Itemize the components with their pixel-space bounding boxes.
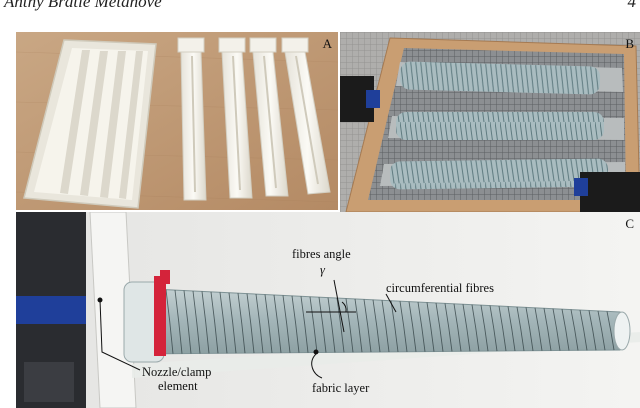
clamps	[340, 76, 640, 212]
fibre-winding	[219, 292, 228, 354]
panel-b-letter: B	[625, 36, 634, 51]
fibre-winding	[453, 303, 462, 352]
fibre-winding	[597, 310, 606, 351]
fibre-winding	[381, 300, 390, 353]
fibre-winding	[588, 310, 597, 351]
fibre-winding	[552, 308, 561, 351]
fibre-winding	[399, 301, 408, 352]
label-circumferential-fibres: circumferential fibres	[386, 281, 494, 295]
wrapping-frame-photo	[340, 32, 640, 212]
fibre-winding	[264, 294, 273, 353]
page-number: 4	[627, 0, 637, 11]
running-head-title: Anthy Bratle Metanove	[4, 0, 162, 11]
fibre-winding	[480, 305, 489, 352]
label-fibres-angle: fibres angle	[292, 247, 351, 261]
fibre-winding	[246, 293, 255, 354]
fibre-winding	[192, 290, 201, 354]
fibre-winding	[354, 298, 363, 353]
fibre-winding	[210, 291, 219, 354]
fibre-winding	[462, 304, 471, 352]
fibre-winding	[579, 309, 588, 351]
fibre-winding	[525, 307, 534, 351]
strip-moulds	[177, 37, 331, 201]
fibre-winding	[228, 292, 237, 354]
mould-tray	[23, 39, 157, 209]
moulds-photo	[16, 32, 338, 210]
fibre-winding	[606, 311, 615, 351]
fibre-winding	[498, 305, 507, 352]
label-nozzle-line1: Nozzle/clamp	[142, 365, 212, 379]
label-gamma: γ	[320, 263, 325, 277]
fibre-winding	[300, 296, 309, 353]
fibre-winding	[417, 301, 426, 352]
panel-c-photo: fibres angle γ circumferential fibres No…	[16, 212, 640, 408]
fibre-winding	[273, 294, 282, 353]
fibre-winding	[516, 306, 525, 351]
panel-b-photo: B	[340, 32, 640, 212]
fibre-winding	[165, 289, 174, 354]
fibre-winding	[489, 305, 498, 352]
fibre-winding	[183, 290, 192, 354]
fibre-winding	[408, 301, 417, 352]
fibre-winding	[426, 302, 435, 352]
fibre-winding	[309, 296, 318, 353]
panel-a-letter: A	[322, 36, 332, 51]
fibre-winding	[318, 297, 327, 353]
fibre-winding	[255, 294, 264, 354]
fibre-winding	[282, 295, 291, 353]
label-fabric-layer: fabric layer	[312, 381, 370, 395]
fibre-winding	[291, 295, 300, 353]
fibre-winding	[561, 309, 570, 351]
fibre-winding	[570, 309, 579, 351]
running-head: Anthy Bratle Metanove 4	[0, 0, 640, 12]
actuator-photo	[16, 212, 640, 408]
fibre-winding	[327, 297, 336, 353]
fibre-winding	[507, 306, 516, 351]
fibre-winding	[534, 307, 543, 351]
fibre-winding	[174, 290, 183, 354]
fibre-winding	[372, 299, 381, 353]
fibre-winding	[201, 291, 210, 354]
panel-a-photo: A	[16, 32, 338, 210]
fibre-winding	[237, 293, 246, 354]
wound-actuators	[389, 61, 609, 190]
fibre-winding	[444, 303, 453, 352]
fibre-winding	[363, 299, 372, 353]
fibre-winding	[543, 308, 552, 351]
fibre-winding	[471, 304, 480, 352]
panel-c-letter: C	[625, 216, 634, 231]
label-nozzle-line2: element	[158, 379, 198, 393]
fibre-winding	[435, 302, 444, 352]
